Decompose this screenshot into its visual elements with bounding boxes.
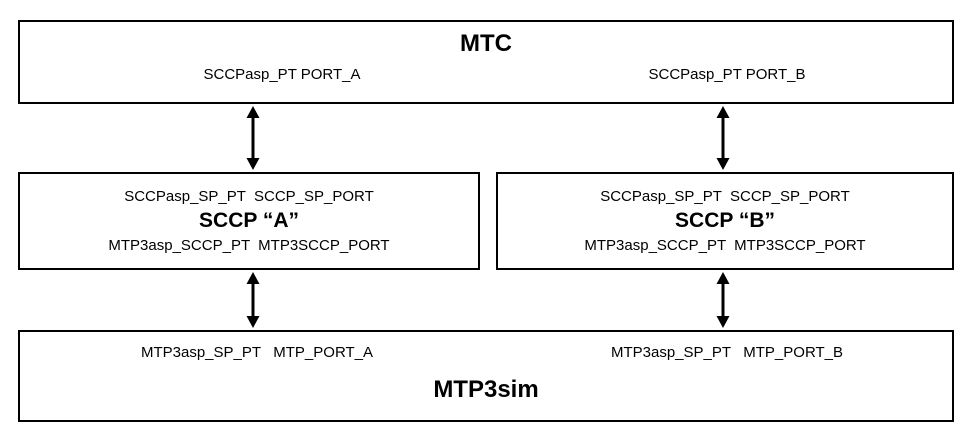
mtc-port-a-label: SCCPasp_PT PORT_A <box>203 66 361 83</box>
sccp-a-bottom-label: MTP3asp_SCCP_PT MTP3SCCP_PORT <box>108 237 390 254</box>
double-arrow-mtc-sccp-a <box>243 106 263 170</box>
mtp3sim-port-b-label: MTP3asp_SP_PT MTP_PORT_B <box>610 344 844 361</box>
sccp-b-title: SCCP “B” <box>675 209 775 232</box>
double-arrow-sccp-a-mtp3sim <box>243 272 263 328</box>
mtp3sim-box: MTP3asp_SP_PT MTP_PORT_A MTP3asp_SP_PT M… <box>18 330 954 422</box>
double-arrow-mtc-sccp-b <box>713 106 733 170</box>
mtc-box: MTC SCCPasp_PT PORT_A SCCPasp_PT PORT_B <box>18 20 954 104</box>
sccp-a-box: SCCPasp_SP_PT SCCP_SP_PORT SCCP “A” MTP3… <box>18 172 480 270</box>
sccp-b-box: SCCPasp_SP_PT SCCP_SP_PORT SCCP “B” MTP3… <box>496 172 954 270</box>
double-arrow-sccp-b-mtp3sim <box>713 272 733 328</box>
sccp-b-top-label: SCCPasp_SP_PT SCCP_SP_PORT <box>600 188 850 205</box>
mtp3sim-port-a-label: MTP3asp_SP_PT MTP_PORT_A <box>140 344 374 361</box>
sccp-b-bottom-label: MTP3asp_SCCP_PT MTP3SCCP_PORT <box>584 237 866 254</box>
sccp-a-top-label: SCCPasp_SP_PT SCCP_SP_PORT <box>124 188 374 205</box>
sccp-a-title: SCCP “A” <box>199 209 299 232</box>
mtc-title: MTC <box>460 30 512 57</box>
mtp3sim-title: MTP3sim <box>433 376 539 403</box>
mtc-port-b-label: SCCPasp_PT PORT_B <box>648 66 806 83</box>
